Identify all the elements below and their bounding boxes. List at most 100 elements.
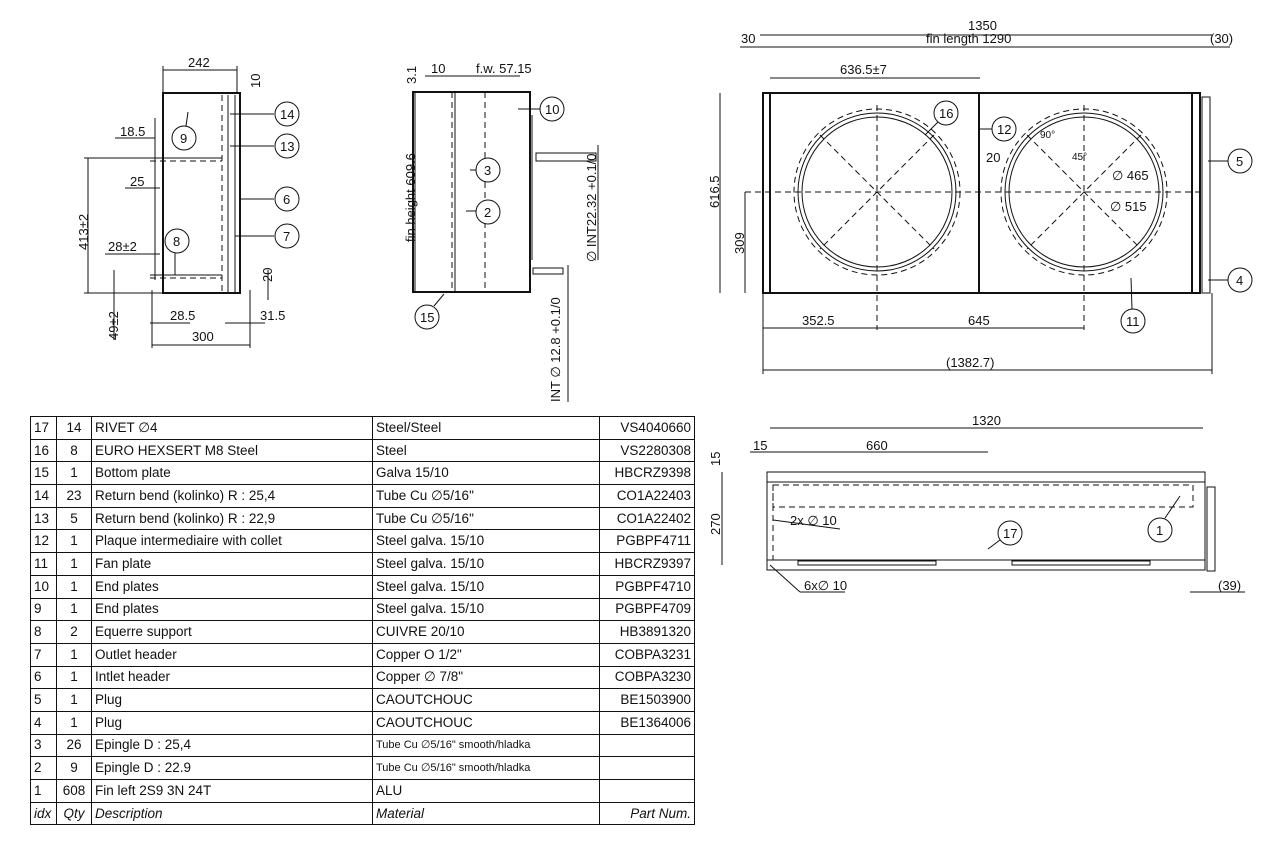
bom-cell-idx: 9 — [30, 597, 57, 622]
bom-cell-idx: 6 — [30, 665, 57, 690]
bom-cell-qty: 1 — [56, 665, 92, 690]
bom-cell-idx: 8 — [30, 620, 57, 644]
bom-cell-part — [599, 779, 695, 803]
side-view: 242 10 413±2 18.5 25 28±2 49±2 28.5 31.5… — [76, 55, 300, 348]
dim-352-5: 352.5 — [802, 313, 835, 328]
bom-cell-qty: 1 — [56, 574, 92, 599]
svg-text:3: 3 — [484, 163, 491, 178]
bom-cell-part: VS2280308 — [599, 438, 695, 463]
bom-cell-part: VS4040660 — [599, 416, 695, 440]
bom-cell-material: CAOUTCHOUC — [372, 688, 600, 712]
bom-cell-description: Plug — [91, 688, 373, 712]
svg-text:13: 13 — [280, 139, 294, 154]
svg-text:1: 1 — [1156, 523, 1163, 538]
bom-cell-idx: 5 — [30, 688, 57, 712]
bom-cell-description: RIVET ∅4 — [91, 416, 373, 440]
bom-cell-part: PGBPF4711 — [599, 529, 695, 554]
dim-int-12: INT ∅ 12.8 +0.1/0 — [548, 297, 563, 402]
dim-645: 645 — [968, 313, 990, 328]
dim-int-22: ∅ INT22.32 +0.1/0 — [584, 153, 599, 262]
svg-text:4: 4 — [1236, 273, 1243, 288]
dim-3-1: 3.1 — [404, 66, 419, 84]
bom-cell-idx: 2 — [30, 756, 57, 780]
balloon-8: 8 — [164, 228, 190, 275]
dim-25: 25 — [130, 174, 144, 189]
bom-cell-description: Fin left 2S9 3N 24T — [91, 779, 373, 803]
dim-15-vertical: 15 — [708, 452, 723, 466]
dim-616-5: 616.5 — [707, 175, 722, 208]
bom-cell-qty: 2 — [56, 620, 92, 644]
bom-cell-description: Return bend (kolinko) R : 22,9 — [91, 506, 373, 531]
svg-text:7: 7 — [283, 229, 290, 244]
balloon-12: 12 — [980, 116, 1017, 142]
svg-text:16: 16 — [939, 106, 953, 121]
dim-fin-width: f.w. 57.15 — [476, 61, 532, 76]
bom-cell-part: PGBPF4709 — [599, 597, 695, 622]
bom-cell-part: PGBPF4710 — [599, 574, 695, 599]
balloon-14: 14 — [230, 101, 300, 127]
balloon-2: 2 — [466, 199, 501, 225]
bom-cell-idx: 3 — [30, 733, 57, 758]
bom-cell-qty: 1 — [56, 461, 92, 486]
bom-cell-idx: 10 — [30, 574, 57, 599]
fan-opening-right — [1000, 105, 1168, 330]
dim-15: 15 — [753, 438, 767, 453]
bom-cell-description: Return bend (kolinko) R : 25,4 — [91, 484, 373, 508]
balloon-7: 7 — [235, 223, 300, 249]
holes-6x-10: 6x∅ 10 — [804, 578, 847, 593]
bom-header-idx: idx — [30, 801, 57, 826]
svg-text:10: 10 — [545, 102, 559, 117]
svg-text:11: 11 — [1126, 314, 1140, 329]
bom-cell-qty: 1 — [56, 642, 92, 667]
angle-90: 90° — [1040, 130, 1055, 141]
bom-cell-description: Outlet header — [91, 642, 373, 667]
section-view: 3.1 10 f.w. 57.15 fin height 609.6 ∅ INT… — [403, 61, 599, 402]
bom-header-material: Material — [372, 801, 600, 826]
bom-cell-qty: 14 — [56, 416, 92, 440]
bom-cell-qty: 1 — [56, 688, 92, 712]
balloon-5: 5 — [1208, 148, 1253, 174]
svg-text:12: 12 — [997, 122, 1011, 137]
bom-cell-part: BE1364006 — [599, 710, 695, 735]
bom-cell-description: Epingle D : 25,4 — [91, 733, 373, 758]
bom-cell-idx: 7 — [30, 642, 57, 667]
bom-cell-description: Epingle D : 22.9 — [91, 756, 373, 780]
dim-1320: 1320 — [972, 413, 1001, 428]
svg-text:15: 15 — [420, 310, 434, 325]
bom-cell-material: Steel galva. 15/10 — [372, 574, 600, 599]
bom-cell-material: ALU — [372, 779, 600, 803]
fan-opening-left — [793, 105, 961, 330]
dim-31-5: 31.5 — [260, 308, 285, 323]
bom-cell-description: Bottom plate — [91, 461, 373, 486]
bom-cell-part: COBPA3231 — [599, 642, 695, 667]
dim-1382-7: (1382.7) — [946, 355, 994, 370]
bom-cell-idx: 17 — [30, 416, 57, 440]
dim-20-front: 20 — [986, 150, 1000, 165]
bom-cell-description: Intlet header — [91, 665, 373, 690]
dim-30-left: 30 — [741, 31, 755, 46]
svg-text:14: 14 — [280, 107, 294, 122]
bom-cell-idx: 1 — [30, 779, 57, 803]
balloon-11: 11 — [1120, 277, 1146, 334]
bom-cell-material: CUIVRE 20/10 — [372, 620, 600, 644]
bom-cell-material: Tube Cu ∅5/16" — [372, 506, 600, 531]
balloon-9: 9 — [171, 111, 197, 151]
dim-18-5: 18.5 — [120, 124, 145, 139]
bom-cell-description: EURO HEXSERT M8 Steel — [91, 438, 373, 463]
bom-cell-description: Fan plate — [91, 552, 373, 576]
bom-header-part: Part Num. — [599, 801, 695, 826]
bom-cell-material: Copper ∅ 7/8" — [372, 665, 600, 690]
